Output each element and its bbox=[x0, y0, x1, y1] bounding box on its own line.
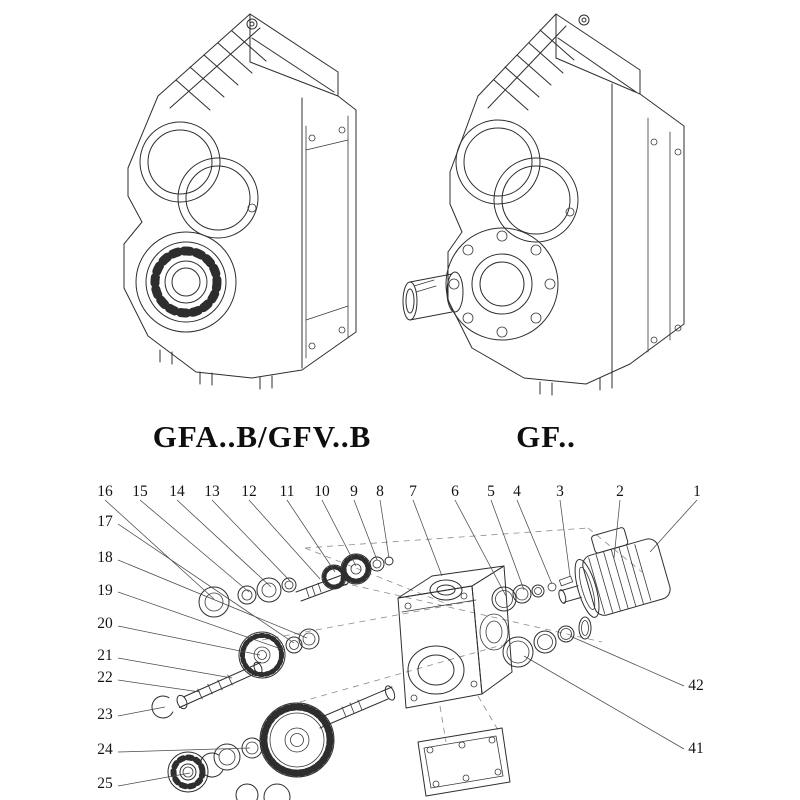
bore-circles bbox=[139, 121, 259, 239]
exploded-view-drawing bbox=[104, 499, 698, 800]
callout-9: 9 bbox=[350, 483, 358, 500]
output-shaft bbox=[402, 271, 464, 321]
callout-7: 7 bbox=[409, 483, 417, 500]
callout-19: 19 bbox=[97, 582, 113, 599]
callout-16: 16 bbox=[97, 483, 113, 500]
intermediate-shaft-cluster bbox=[151, 628, 320, 719]
callout-2: 2 bbox=[616, 483, 624, 500]
callout-1: 1 bbox=[693, 483, 701, 500]
callout-15: 15 bbox=[132, 483, 148, 500]
callout-3: 3 bbox=[556, 483, 564, 500]
callout-42: 42 bbox=[688, 677, 704, 694]
callout-17: 17 bbox=[97, 513, 113, 530]
model-label-gf: GF.. bbox=[516, 419, 576, 454]
gear-housing bbox=[397, 565, 513, 709]
bore-circles bbox=[455, 119, 579, 243]
output-flange bbox=[445, 227, 559, 341]
callout-23: 23 bbox=[97, 706, 113, 723]
lifting-hole bbox=[578, 14, 590, 26]
callout-14: 14 bbox=[169, 483, 185, 500]
callout-5: 5 bbox=[487, 483, 495, 500]
callout-20: 20 bbox=[97, 615, 113, 632]
input-shaft-cluster bbox=[198, 553, 394, 618]
callout-leader-lines bbox=[104, 499, 698, 787]
seal-rings bbox=[502, 616, 592, 668]
motor-side-small-parts bbox=[491, 575, 574, 612]
callout-21: 21 bbox=[97, 647, 113, 664]
callout-10: 10 bbox=[314, 483, 330, 500]
gearbox-gf-drawing bbox=[402, 13, 685, 396]
model-label-gfab: GFA..B/GFV..B bbox=[152, 419, 372, 454]
electric-motor bbox=[558, 527, 671, 618]
callout-18: 18 bbox=[97, 549, 113, 566]
callout-25: 25 bbox=[97, 775, 113, 792]
gearbox-gfab-drawing bbox=[123, 13, 357, 390]
callout-41: 41 bbox=[688, 740, 704, 757]
callout-13: 13 bbox=[204, 483, 220, 500]
hollow-shaft-bearing bbox=[135, 231, 237, 333]
lifting-hole bbox=[246, 18, 258, 30]
callout-4: 4 bbox=[513, 483, 521, 500]
callout-8: 8 bbox=[376, 483, 384, 500]
output-shaft-cluster bbox=[167, 685, 396, 800]
callout-12: 12 bbox=[241, 483, 257, 500]
cover-plate bbox=[417, 727, 511, 797]
callout-22: 22 bbox=[97, 669, 113, 686]
callout-6: 6 bbox=[451, 483, 459, 500]
callout-24: 24 bbox=[97, 741, 113, 758]
callout-11: 11 bbox=[279, 483, 295, 500]
